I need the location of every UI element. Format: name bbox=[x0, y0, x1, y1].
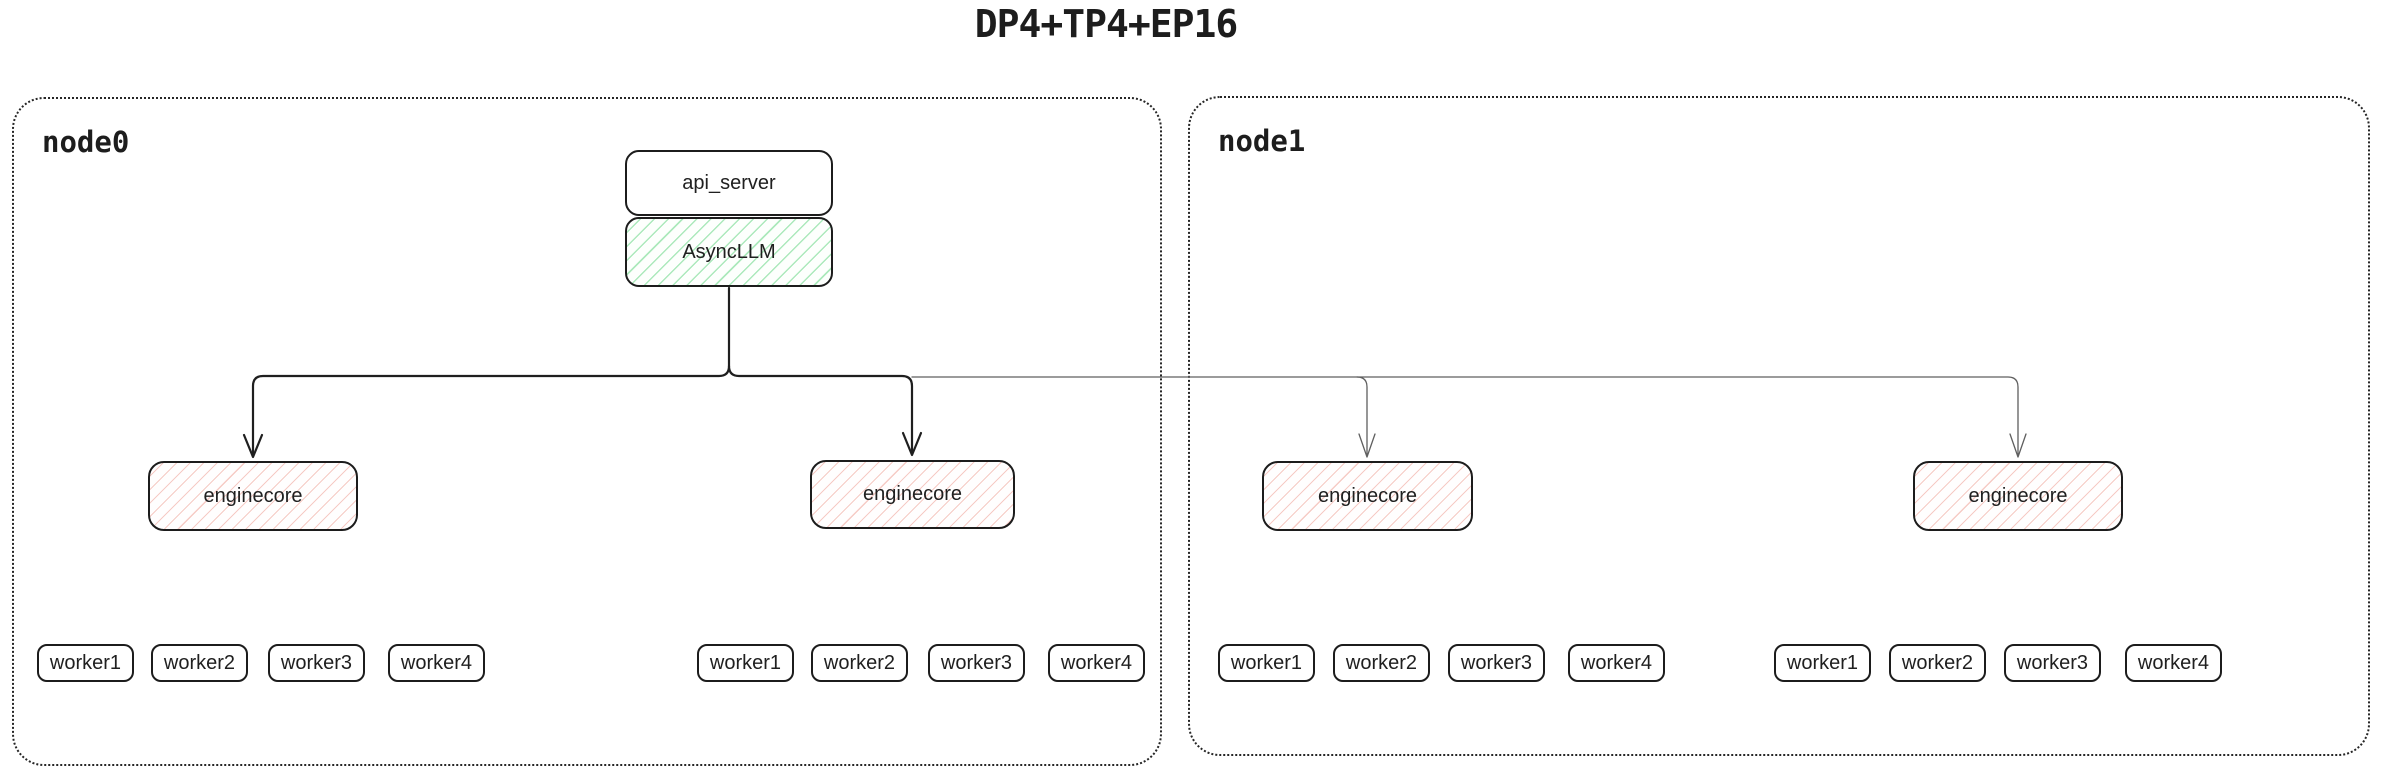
worker-box: worker2 bbox=[151, 644, 248, 682]
enginecore-label: enginecore bbox=[1968, 484, 2068, 507]
worker-label: worker3 bbox=[280, 651, 353, 674]
async-llm-label: AsyncLLM bbox=[682, 240, 776, 263]
api-server-label: api_server bbox=[682, 171, 776, 194]
enginecore-box: enginecore bbox=[148, 461, 358, 531]
diagram-title: DP4+TP4+EP16 bbox=[974, 2, 1239, 46]
worker-box: worker4 bbox=[388, 644, 485, 682]
worker-label: worker3 bbox=[1460, 651, 1533, 674]
worker-label: worker1 bbox=[1786, 651, 1859, 674]
worker-box: worker2 bbox=[1889, 644, 1986, 682]
worker-box: worker3 bbox=[2004, 644, 2101, 682]
worker-label: worker1 bbox=[1230, 651, 1303, 674]
worker-label: worker1 bbox=[709, 651, 782, 674]
enginecore-label: enginecore bbox=[1318, 484, 1417, 507]
worker-box: worker4 bbox=[1048, 644, 1145, 682]
enginecore-label: enginecore bbox=[863, 483, 962, 505]
worker-label: worker2 bbox=[823, 651, 896, 674]
enginecore-box: enginecore bbox=[1262, 461, 1473, 531]
worker-label: worker3 bbox=[2016, 651, 2089, 674]
node1-label: node1 bbox=[1218, 124, 1306, 158]
worker-box: worker1 bbox=[697, 644, 794, 682]
worker-box: worker3 bbox=[268, 644, 365, 682]
api-server-box: api_server bbox=[625, 150, 833, 216]
enginecore-box: enginecore bbox=[810, 460, 1015, 529]
worker-label: worker1 bbox=[49, 651, 122, 674]
worker-box: worker1 bbox=[37, 644, 134, 682]
worker-label: worker4 bbox=[1580, 651, 1653, 674]
node0-label: node0 bbox=[42, 125, 130, 159]
worker-label: worker4 bbox=[2137, 651, 2210, 674]
enginecore-box: enginecore bbox=[1913, 461, 2123, 531]
worker-box: worker3 bbox=[928, 644, 1025, 682]
worker-label: worker4 bbox=[400, 651, 473, 674]
worker-box: worker1 bbox=[1218, 644, 1315, 682]
worker-box: worker4 bbox=[2125, 644, 2222, 682]
worker-label: worker2 bbox=[1345, 651, 1418, 674]
worker-box: worker1 bbox=[1774, 644, 1871, 682]
worker-label: worker3 bbox=[940, 651, 1013, 674]
worker-box: worker3 bbox=[1448, 644, 1545, 682]
worker-label: worker4 bbox=[1060, 651, 1133, 674]
enginecore-label: enginecore bbox=[203, 484, 303, 507]
worker-box: worker4 bbox=[1568, 644, 1665, 682]
worker-box: worker2 bbox=[1333, 644, 1430, 682]
worker-label: worker2 bbox=[1901, 651, 1974, 674]
worker-label: worker2 bbox=[163, 651, 236, 674]
async-llm-box: AsyncLLM bbox=[625, 217, 833, 287]
worker-box: worker2 bbox=[811, 644, 908, 682]
